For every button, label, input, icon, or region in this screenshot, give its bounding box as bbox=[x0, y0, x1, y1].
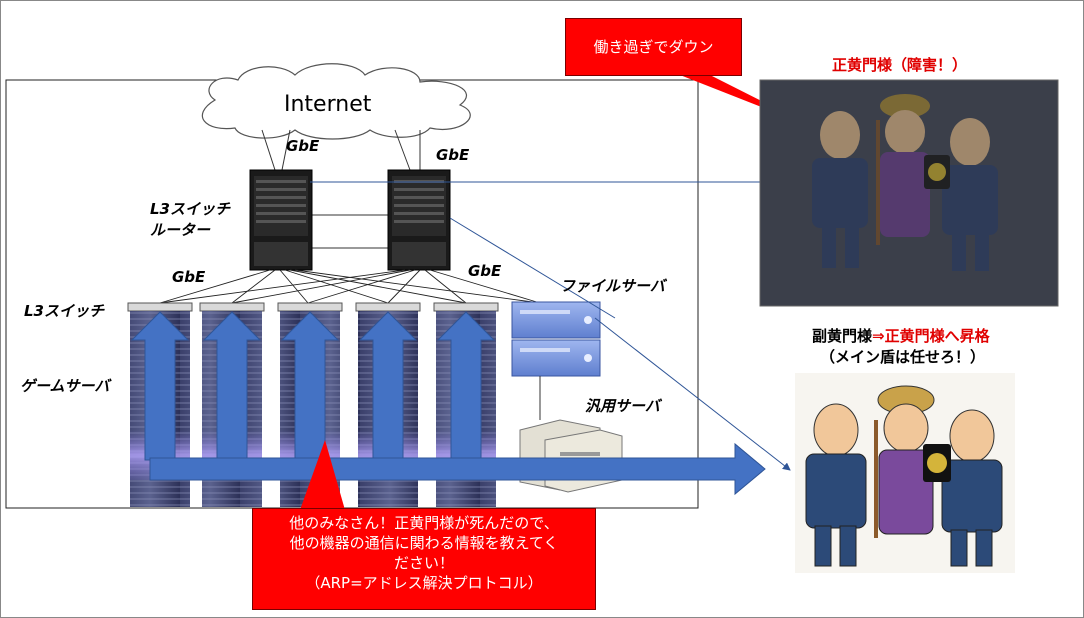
internet-label: Internet bbox=[284, 92, 372, 117]
arp-callout-pointer bbox=[300, 440, 345, 510]
uplink-right-label: GbE bbox=[436, 146, 470, 164]
arp-callout-line2: 他の機器の通信に関わる情報を教えてく bbox=[289, 534, 559, 552]
overwork-callout: 働き過ぎでダウン bbox=[565, 18, 742, 76]
file-server bbox=[511, 301, 601, 377]
sub-character-title: 副黄門様⇒正黄門様へ昇格 bbox=[812, 325, 990, 346]
internet-cloud bbox=[202, 63, 471, 140]
uplink-left-label: GbE bbox=[286, 137, 320, 155]
downlink-left-label: GbE bbox=[172, 268, 206, 286]
router-left bbox=[249, 169, 313, 271]
arp-callout-line3: ださい！ bbox=[393, 554, 454, 572]
router-label-line1: L3スイッチ bbox=[150, 200, 230, 218]
horizontal-arrow bbox=[149, 442, 766, 496]
sub-title-part1: 副黄門様 bbox=[812, 327, 873, 345]
arp-callout: 他のみなさん！正黄門様が死んだので、 他の機器の通信に関わる情報を教えてく ださ… bbox=[252, 508, 596, 610]
overwork-callout-text: 働き過ぎでダウン bbox=[593, 38, 714, 56]
main-character-panel bbox=[759, 79, 1059, 307]
router-label-line2: ルーター bbox=[150, 221, 211, 239]
arp-callout-line1: 他のみなさん！正黄門様が死んだので、 bbox=[289, 514, 559, 532]
file-server-label: ファイルサーバ bbox=[560, 277, 665, 295]
mesh-lines bbox=[159, 269, 541, 304]
sub-character-panel bbox=[795, 373, 1015, 573]
main-character-title: 正黄門様（障害！） bbox=[832, 56, 968, 74]
game-server-label: ゲームサーバ bbox=[20, 377, 110, 395]
uplink-lines bbox=[261, 129, 421, 171]
arp-callout-line4: （ARP=アドレス解決プロトコル） bbox=[305, 574, 543, 592]
switch-bars bbox=[127, 302, 499, 312]
downlink-right-label: GbE bbox=[468, 262, 502, 280]
switch-label: L3スイッチ bbox=[24, 302, 104, 320]
general-server-label: 汎用サーバ bbox=[585, 397, 660, 415]
router-interlinks bbox=[310, 214, 390, 249]
router-right bbox=[387, 169, 451, 271]
sub-title-part2: ⇒正黄門様へ昇格 bbox=[872, 327, 990, 345]
up-arrows bbox=[130, 311, 496, 461]
connector-lines bbox=[310, 178, 791, 471]
sub-character-subtitle: （メイン盾は任せろ！） bbox=[820, 348, 986, 366]
